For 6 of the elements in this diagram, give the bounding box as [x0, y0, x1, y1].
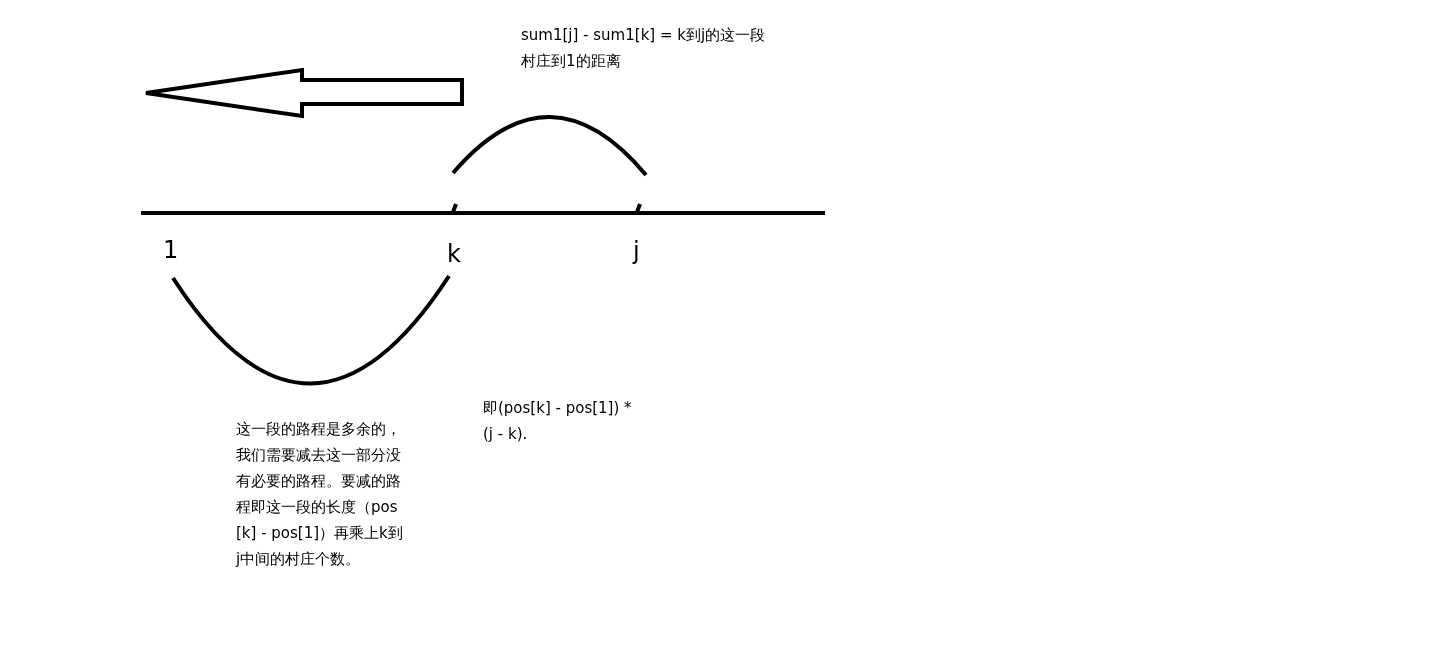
formula-text: 即(pos[k] - pos[1]) * (j - k). — [483, 398, 633, 445]
point-label: k — [447, 240, 462, 268]
annotation-text: 这一段的路程是多余的，我们需要减去这一部分没有必要的路程。要减的路程即这一段的长度（pos[k] - pos[1]）再乘上k到j中间的村庄个数。 — [236, 419, 404, 570]
point-label: 1 — [163, 236, 180, 264]
point-label: j — [633, 237, 641, 265]
annotation-text: sum1[j] - sum1[k] = k到j的这一段村庄到1的距离 — [521, 25, 767, 72]
